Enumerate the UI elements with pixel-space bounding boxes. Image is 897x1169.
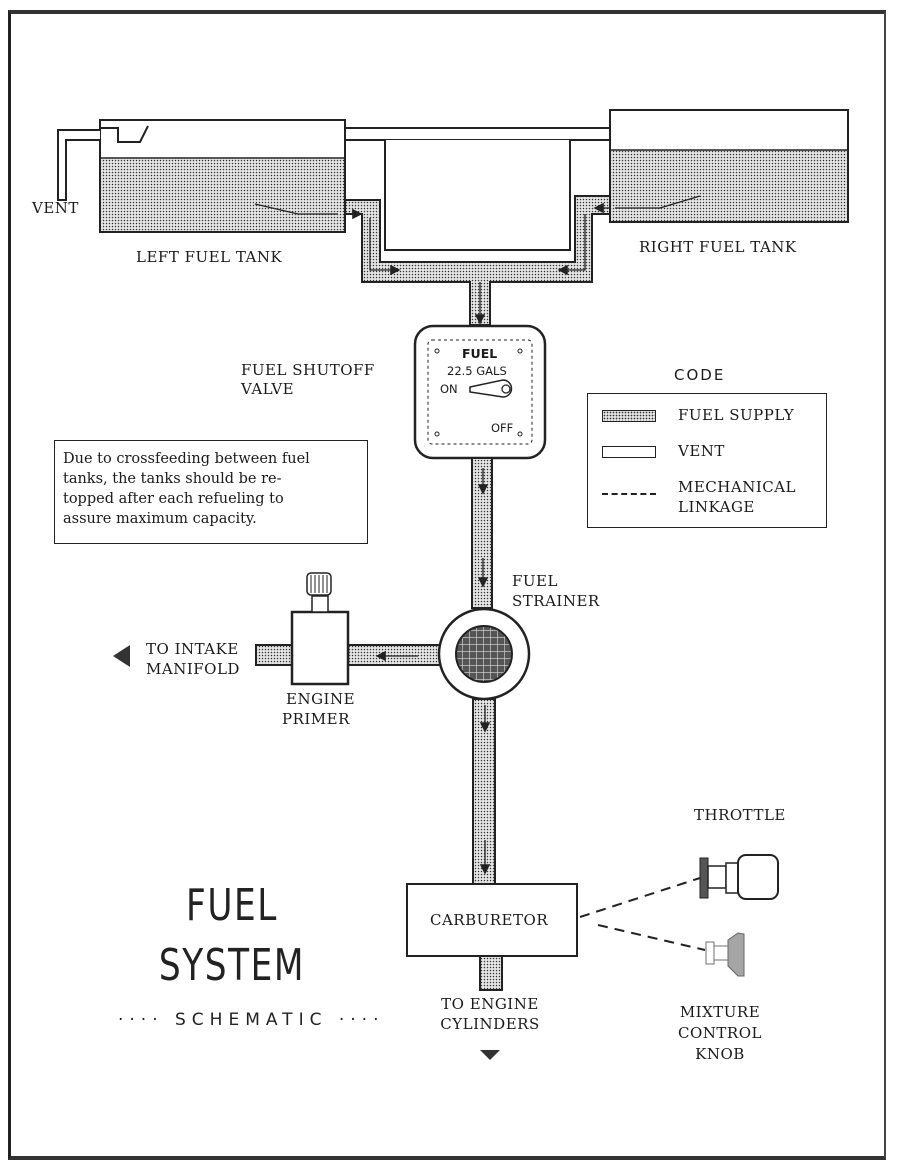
valve-on-text: ON [440,382,458,396]
mechanical-linkage-swatch [602,493,656,495]
mixture-label-2: CONTROL [678,1024,762,1042]
fuel-supply-swatch [602,410,656,422]
vent-legend-label: VENT [678,442,725,460]
mechanical-linkage-label-1: MECHANICAL [678,478,797,496]
mixture-knob [705,932,745,977]
intake-label-2: MANIFOLD [146,660,240,678]
to-cylinders-arrow [480,1050,500,1060]
page-border [8,10,886,1160]
mixture-label-3: KNOB [695,1045,745,1063]
primer-fuel-line [255,644,447,666]
mixture-linkage [597,924,706,951]
throttle-linkage [579,877,701,918]
valve-capacity-text: 22.5 GALS [447,364,507,378]
vent-label: VENT [32,199,79,217]
crossfeed-note: Due to crossfeeding between fuel tanks, … [54,440,368,544]
carburetor-label: CARBURETOR [430,911,549,929]
note-line-4: assure maximum capacity. [63,511,257,527]
note-line-1: Due to crossfeeding between fuel [63,451,310,467]
fuel-strainer [437,607,531,701]
title-schematic: ···· SCHEMATIC ···· [118,1010,385,1030]
valve-off-text: OFF [491,421,514,435]
cylinders-label-1: TO ENGINE [441,995,539,1013]
engine-primer [290,572,350,686]
vent-line-left [57,129,100,201]
title-system: SYSTEM [158,940,306,991]
vent-crossover-line [344,120,610,141]
mechanical-linkage-label-2: LINKAGE [678,498,755,516]
note-line-2: tanks, the tanks should be re- [63,471,282,487]
code-legend: FUEL SUPPLY VENT MECHANICAL LINKAGE [587,393,827,528]
cylinders-label-2: CYLINDERS [440,1015,540,1033]
shutoff-valve-label-1: FUEL SHUTOFF [241,361,375,379]
cylinder-fuel-line [479,955,503,991]
to-intake-arrow [113,645,130,667]
left-tank-label: LEFT FUEL TANK [136,248,283,266]
main-fuel-line [471,457,493,609]
code-title: CODE [674,366,726,384]
throttle-label: THROTTLE [694,806,786,824]
left-fuel-tank [99,119,346,233]
valve-fuel-text: FUEL [462,346,498,361]
right-tank-label: RIGHT FUEL TANK [639,238,797,256]
strainer-label-2: STRAINER [512,592,600,610]
mixture-label-1: MIXTURE [679,1003,761,1021]
shutoff-valve-label-2: VALVE [241,380,295,398]
primer-label-2: PRIMER [282,710,350,728]
fuel-crossfeed-lines [344,195,611,326]
right-fuel-tank [609,109,849,223]
primer-label-1: ENGINE [286,690,356,708]
strainer-label-1: FUEL [512,572,558,590]
throttle-knob [699,854,779,900]
carburetor [406,883,578,957]
carburetor-fuel-line [472,698,496,885]
intake-label-1: TO INTAKE [146,640,239,658]
note-line-3: topped after each refueling to [63,491,284,507]
vent-swatch [602,446,656,458]
fuel-supply-label: FUEL SUPPLY [678,406,795,424]
title-fuel: FUEL [186,880,278,931]
